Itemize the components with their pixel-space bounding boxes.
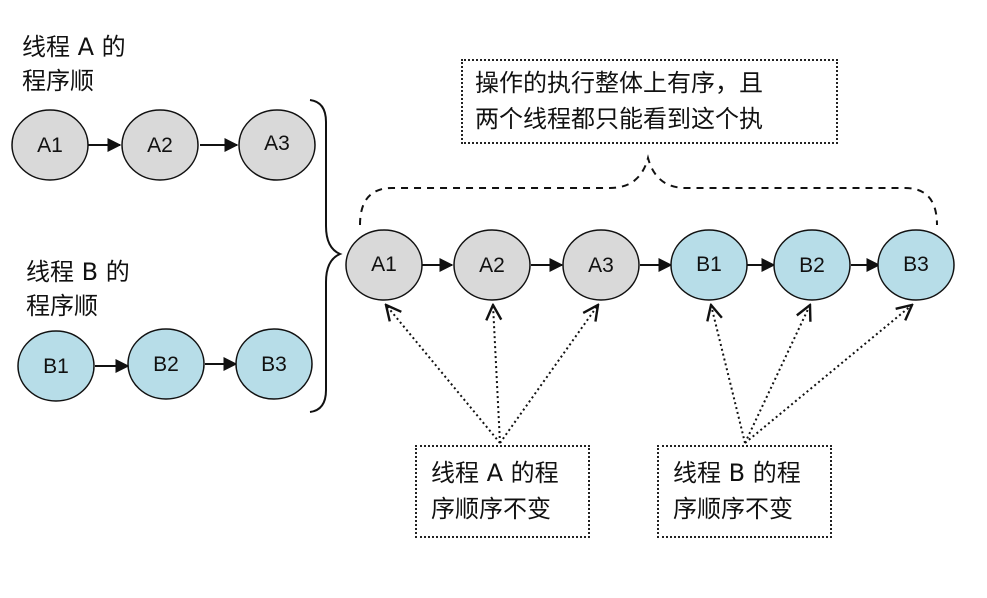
thread-b-node-b1 bbox=[17, 330, 95, 402]
thread-b-node-b2-label: B2 bbox=[153, 353, 179, 376]
note-b-line2: 序顺序不变 bbox=[673, 495, 793, 523]
top-note-box: 操作的执行整体上有序，且 两个线程都只能看到这个执 bbox=[461, 59, 838, 144]
thread-a-node-a1-label: A1 bbox=[37, 134, 63, 157]
pointer-a-to-a3 bbox=[499, 305, 598, 444]
thread-a-node-a2-label: A2 bbox=[147, 134, 173, 157]
thread-b-node-b1-label: B1 bbox=[43, 355, 69, 378]
top-note-line2: 两个线程都只能看到这个执 bbox=[475, 105, 763, 133]
merged-row: A1 A2 A3 B1 B2 B3 bbox=[345, 229, 955, 301]
thread-a-row: A1 A2 A3 bbox=[11, 109, 316, 181]
merged-node-b3 bbox=[877, 229, 955, 301]
thread-a-label: 线程 A 的 程序顺 bbox=[22, 30, 126, 98]
thread-a-label-line1: 线程 A 的 bbox=[22, 33, 126, 61]
merged-node-b2-label: B2 bbox=[799, 254, 825, 277]
thread-a-label-line2: 程序顺 bbox=[22, 67, 94, 95]
merge-brace bbox=[309, 99, 343, 413]
note-b-pointers bbox=[711, 305, 912, 444]
note-b-line1: 线程 B 的程 bbox=[673, 459, 801, 487]
pointer-b-to-b1 bbox=[711, 305, 746, 444]
pointer-a-to-a1 bbox=[386, 305, 501, 444]
merged-node-a3 bbox=[562, 229, 640, 301]
thread-b-label-line2: 程序顺 bbox=[26, 292, 98, 320]
top-dashed-brace bbox=[359, 154, 938, 226]
merged-node-b1-label: B1 bbox=[696, 253, 722, 276]
merged-node-b3-label: B3 bbox=[903, 253, 929, 276]
thread-a-node-a2 bbox=[121, 109, 199, 181]
thread-b-row: B1 B2 B3 bbox=[17, 328, 313, 402]
note-a-line1: 线程 A 的程 bbox=[431, 459, 559, 487]
pointer-b-to-b2 bbox=[744, 305, 810, 444]
thread-a-node-a3-label: A3 bbox=[264, 132, 290, 155]
thread-a-node-a3 bbox=[238, 109, 316, 181]
pointer-a-to-a2 bbox=[493, 305, 500, 444]
thread-b-label-line1: 线程 B 的 bbox=[26, 258, 130, 286]
merged-node-a2 bbox=[453, 229, 531, 301]
merged-node-a3-label: A3 bbox=[588, 254, 614, 277]
pointer-b-to-b3 bbox=[744, 305, 912, 444]
note-a-pointers bbox=[386, 305, 598, 444]
thread-b-label: 线程 B 的 程序顺 bbox=[26, 255, 130, 323]
merged-node-a1 bbox=[345, 229, 423, 301]
note-b-box: 线程 B 的程 序顺序不变 bbox=[657, 445, 832, 538]
top-note-line1: 操作的执行整体上有序，且 bbox=[475, 69, 763, 97]
note-a-box: 线程 A 的程 序顺序不变 bbox=[415, 445, 590, 538]
thread-b-node-b3-label: B3 bbox=[261, 353, 287, 376]
thread-b-node-b3 bbox=[235, 328, 313, 400]
merged-node-a1-label: A1 bbox=[371, 253, 397, 276]
note-a-line2: 序顺序不变 bbox=[431, 495, 551, 523]
merged-node-b2 bbox=[773, 229, 851, 301]
merged-node-b1 bbox=[670, 229, 748, 301]
merged-node-a2-label: A2 bbox=[479, 254, 505, 277]
thread-b-node-b2 bbox=[127, 328, 205, 400]
thread-a-node-a1 bbox=[11, 109, 89, 181]
